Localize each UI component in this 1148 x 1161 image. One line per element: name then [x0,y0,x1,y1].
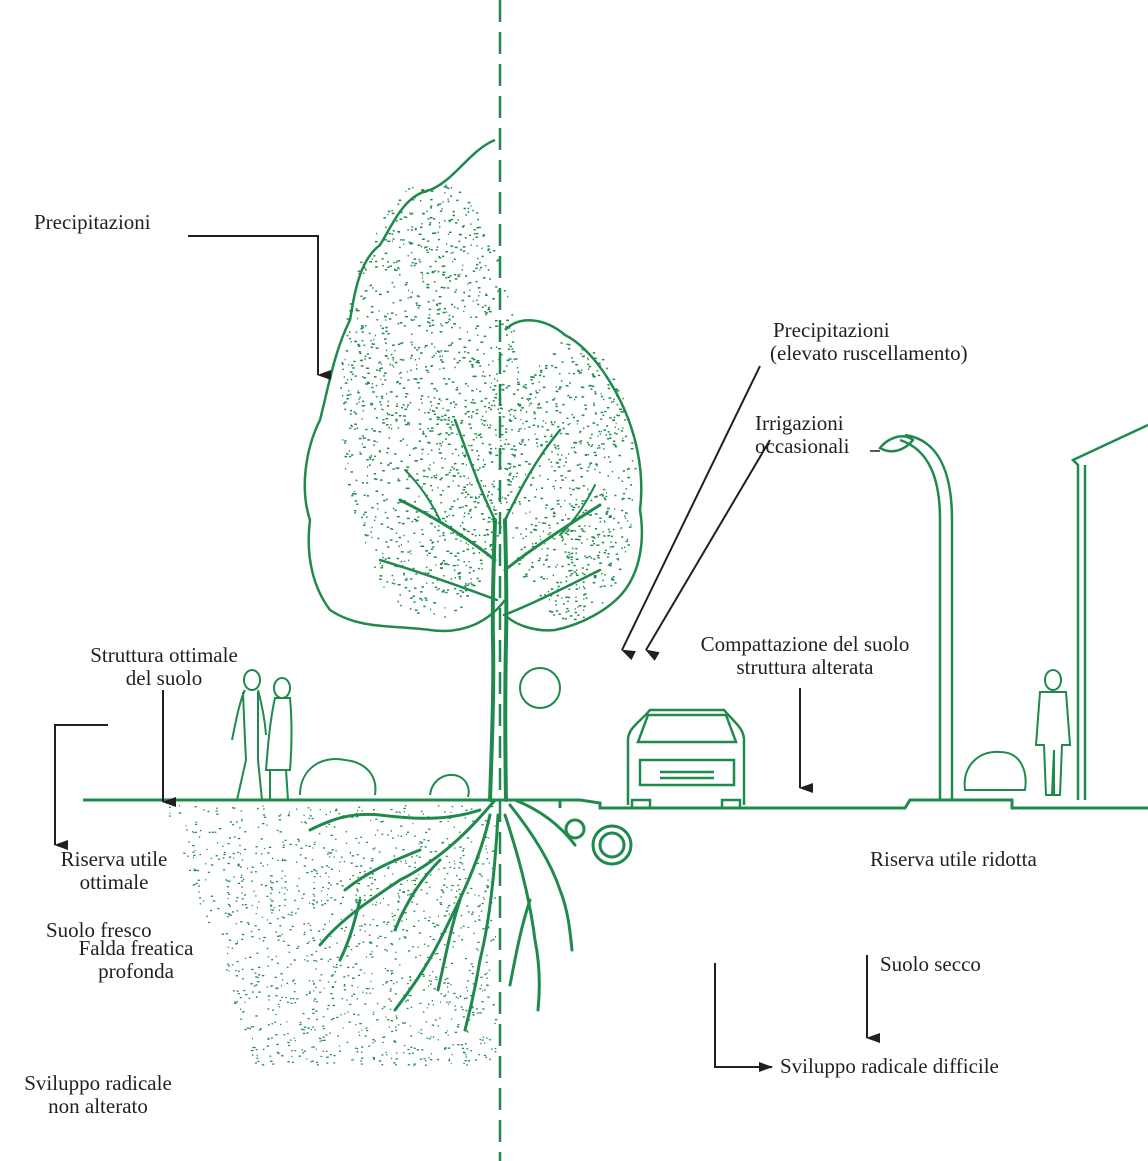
label-sviluppo-difficile: Sviluppo radicale difficile [780,1055,999,1078]
car [628,710,744,808]
street-ground [500,800,1148,808]
label-sviluppo-line2: non alterato [0,1095,196,1118]
tree-roots [310,800,575,1030]
label-precipitazioni-left: Precipitazioni [34,211,151,234]
label-falda-line2: profonda [66,960,206,983]
trunk-side-bush [520,668,560,708]
label-irrigazioni-line2: occasionali [755,435,849,458]
label-precip-right-line1: Precipitazioni [770,319,968,342]
label-sviluppo-line1: Sviluppo radicale [0,1072,196,1095]
label-compattazione-line2: struttura alterata [670,656,940,679]
arrow-precipitazioni-left [188,236,318,375]
right-shrub [965,752,1026,790]
label-riserva-ridotta: Riserva utile ridotta [870,848,1037,871]
label-sviluppo-non-alterato: Sviluppo radicale non alterato [0,1072,196,1118]
label-struttura-ottimale: Struttura ottimale del suolo [70,644,258,690]
label-irrigazioni-line1: Irrigazioni [755,412,849,435]
label-riserva-line1: Riserva utile [40,848,188,871]
label-struttura-line2: del suolo [70,667,258,690]
label-suolo-secco: Suolo secco [880,953,981,976]
label-irrigazioni: Irrigazioni occasionali [755,412,849,458]
label-struttura-line1: Struttura ottimale [70,644,258,667]
label-precip-right-line2: (elevato ruscellamento) [770,342,968,365]
label-precipitazioni-right: Precipitazioni (elevato ruscellamento) [770,319,968,365]
label-compattazione-line1: Compattazione del suolo [670,633,940,656]
label-riserva-line2: ottimale [40,871,188,894]
label-falda-freatica: Falda freatica profonda [66,937,206,983]
left-shrubs [300,759,469,797]
building [1073,425,1148,800]
label-riserva-ottimale: Riserva utile ottimale [40,848,188,894]
right-pedestrian [1036,670,1070,795]
tree-canopy [305,140,642,631]
street-lamp [880,435,952,800]
underground-pipes [566,820,631,864]
label-falda-line1: Falda freatica [66,937,206,960]
arrow-sviluppo-difficile [715,963,772,1067]
left-ground [83,800,500,801]
tree-trunk [380,420,600,800]
arrow-precip-right [622,366,760,650]
arrow-falda [55,725,108,845]
fresh-soil-stipple [169,805,497,1066]
label-compattazione: Compattazione del suolo struttura altera… [670,633,940,679]
